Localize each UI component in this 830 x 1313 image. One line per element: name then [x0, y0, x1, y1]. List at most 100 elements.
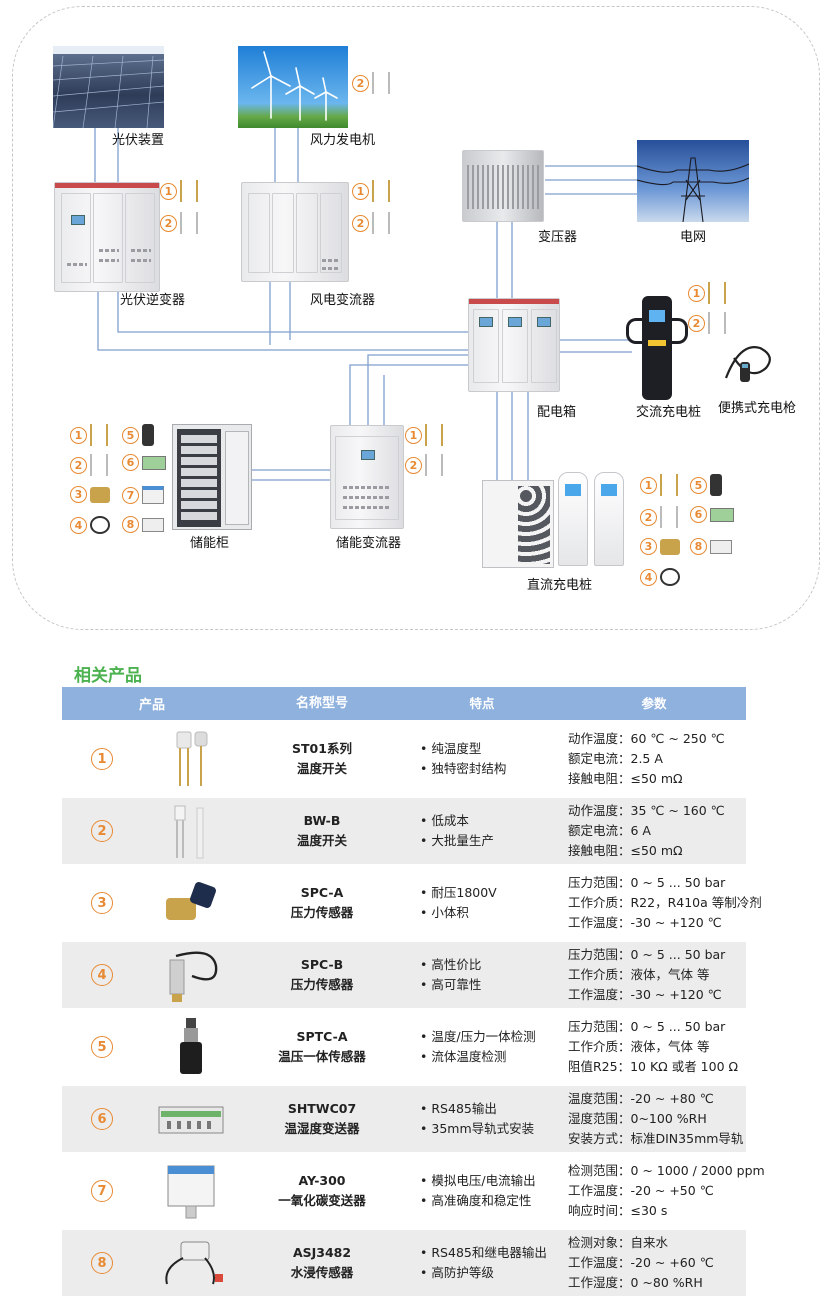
product-kind: 水浸传感器 [290, 1265, 354, 1280]
marker-ac-2: 2 [688, 312, 726, 334]
distribution-label: 配电箱 [537, 405, 577, 420]
row-number: 7 [62, 1180, 142, 1202]
power-grid-image [637, 140, 749, 222]
feature-item: 高防护等级 [420, 1263, 562, 1283]
product-model: ASJ3482 [292, 1245, 352, 1260]
temp-switch-icon [180, 212, 198, 234]
col-header-features: 特点 [469, 695, 495, 711]
marker-windconv-2: 2 [352, 212, 390, 234]
product-kind: 压力传感器 [290, 977, 354, 992]
marker-dc-8: 8 [690, 538, 732, 555]
param-item: 工作温度：-20 ~ +50 ℃ [568, 1183, 714, 1198]
product-model: SPC-A [300, 885, 344, 900]
pv-inverter-cabinet [54, 182, 160, 292]
marker-dc-6: 6 [690, 506, 734, 523]
dashed-frame [12, 6, 820, 630]
marker-storage-8: 8 [122, 516, 164, 533]
param-item: 工作介质：R22，R410a 等制冷剂 [568, 895, 762, 910]
product-model: ST01系列 [292, 741, 352, 756]
marker-dc-5: 5 [690, 474, 722, 496]
param-item: 工作温度：-30 ~ +120 ℃ [568, 915, 722, 930]
product-kind: 一氧化碳变送器 [278, 1193, 366, 1208]
temp-switch-bwb-image [174, 805, 204, 859]
temp-switch-icon [90, 454, 108, 476]
products-table: 产品 名称型号 特点 参数 1ST01系列温度开关纯温度型独特密封结构动作温度：… [62, 687, 765, 1296]
product-model: AY-300 [298, 1173, 346, 1188]
col-header-model: 名称型号 [295, 695, 348, 711]
param-item: 工作温度：-30 ~ +120 ℃ [568, 987, 722, 1002]
humidity-transmitter-shtwc07-image [158, 1106, 224, 1134]
col-header-params: 参数 [641, 695, 667, 711]
marker-pvinv-2: 2 [160, 212, 198, 234]
product-features: RS485输出35mm导轨式安装 [402, 1099, 562, 1139]
table-row: 1ST01系列温度开关纯温度型独特密封结构动作温度：60 ℃ ~ 250 ℃额定… [62, 726, 746, 792]
feature-item: 35mm导轨式安装 [420, 1119, 562, 1139]
marker-pvinv-1: 1 [160, 180, 198, 202]
wind-converter-cabinet [241, 182, 349, 282]
marker-storage-4: 4 [70, 516, 110, 534]
number-badge: 3 [91, 892, 113, 914]
pressure-sensor-icon [660, 568, 680, 586]
feature-item: 纯温度型 [420, 739, 562, 759]
number-badge: 5 [91, 1036, 113, 1058]
portable-gun-device [720, 338, 780, 388]
feature-item: 高可靠性 [420, 975, 562, 995]
feature-item: 耐压1800V [420, 883, 562, 903]
humidity-transmitter-icon [142, 455, 166, 470]
humidity-transmitter-icon [710, 507, 734, 522]
connection-lines [94, 128, 638, 481]
ac-charger-device [626, 296, 688, 400]
product-kind: 温度开关 [296, 833, 347, 848]
param-item: 额定电流：2.5 A [568, 751, 663, 766]
marker-ac-1: 1 [688, 282, 726, 304]
pressure-sensor-spcb-image [169, 951, 218, 1002]
feature-item: RS485输出 [420, 1099, 562, 1119]
product-name: ST01系列温度开关 [242, 739, 402, 779]
param-item: 工作湿度：0 ~80 %RH [568, 1275, 703, 1290]
param-item: 阻值R25：10 KΩ 或者 100 Ω [568, 1059, 739, 1074]
feature-item: 高准确度和稳定性 [420, 1191, 562, 1211]
product-kind: 温度开关 [296, 761, 347, 776]
param-item: 检测范围：0 ~ 1000 / 2000 ppm [568, 1163, 765, 1178]
wind-converter-label: 风电变流器 [310, 293, 376, 308]
table-row: 2BW-B温度开关低成本大批量生产动作温度：35 ℃ ~ 160 ℃额定电流：6… [62, 798, 746, 864]
wind-turbine-image [238, 46, 348, 128]
product-image [142, 1089, 242, 1149]
dc-charger-label: 直流充电桩 [527, 578, 593, 593]
temp-switch-icon [708, 282, 726, 304]
product-model: BW-B [303, 813, 341, 828]
pv-inverter-label: 光伏逆变器 [120, 293, 186, 308]
product-features: 纯温度型独特密封结构 [402, 739, 562, 779]
product-image [142, 873, 242, 933]
marker-storconv-2: 2 [405, 454, 443, 476]
pressure-sensor-spca-image [166, 882, 216, 920]
product-image [142, 801, 242, 861]
marker-windconv-1: 1 [352, 180, 390, 202]
product-kind: 温湿度变送器 [284, 1121, 360, 1136]
product-features: RS485和继电器输出高防护等级 [402, 1243, 562, 1283]
param-item: 工作介质：液体，气体 等 [568, 1039, 710, 1054]
marker-storage-3: 3 [70, 486, 110, 503]
temp-switch-icon [660, 474, 678, 496]
param-item: 额定电流：6 A [568, 823, 651, 838]
storage-cabinet-device [172, 424, 252, 530]
param-item: 接触电阻：≤50 mΩ [568, 843, 683, 858]
pressure-sensor-icon [90, 486, 110, 503]
param-item: 温度范围：-20 ~ +80 ℃ [568, 1091, 714, 1106]
table-body: 1ST01系列温度开关纯温度型独特密封结构动作温度：60 ℃ ~ 250 ℃额定… [62, 726, 765, 1296]
storage-converter-label: 储能变流器 [336, 536, 402, 551]
product-params: 检测范围：0 ~ 1000 / 2000 ppm 工作温度：-20 ~ +50 ℃… [562, 1161, 765, 1221]
marker-storage-6: 6 [122, 454, 166, 471]
wind-label: 风力发电机 [310, 133, 376, 148]
product-name: ASJ3482 水浸传感器 [242, 1243, 402, 1283]
feature-item: RS485和继电器输出 [420, 1243, 562, 1263]
table-row: 7AY-300一氧化碳变送器模拟电压/电流输出高准确度和稳定性检测范围：0 ~ … [62, 1158, 765, 1224]
feature-item: 低成本 [420, 811, 562, 831]
